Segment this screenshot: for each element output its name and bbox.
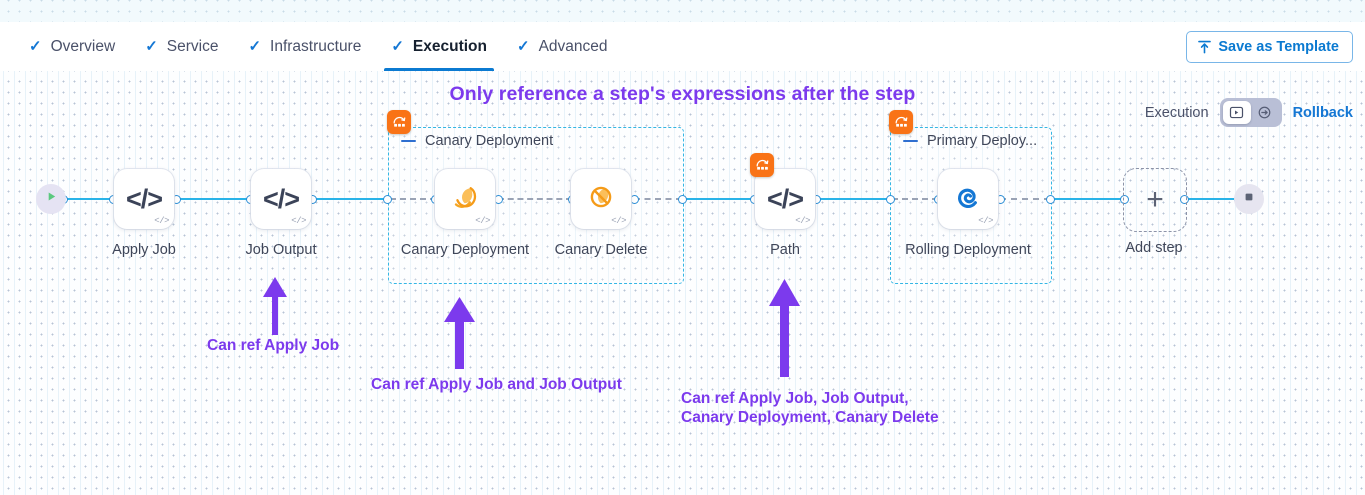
step-node-job-output[interactable]: </> </>	[251, 169, 311, 229]
connector-dot[interactable]	[1046, 195, 1055, 204]
connector-applyjob-joboutput	[176, 198, 252, 200]
connector-joboutput-group1	[312, 198, 388, 200]
step-label-rolling-deployment: Rolling Deployment	[905, 242, 1031, 258]
stage-tab-bar: ✓ Overview ✓ Service ✓ Infrastructure ✓ …	[0, 22, 1365, 72]
tab-execution[interactable]: ✓ Execution	[376, 22, 502, 71]
tab-label: Execution	[412, 37, 487, 55]
stop-square-icon	[1243, 190, 1255, 208]
tab-label: Overview	[50, 37, 116, 55]
connector-canarydelete-group1end	[634, 198, 682, 200]
annotation-text-apply-job: Can ref Apply Job	[207, 337, 340, 354]
step-node-rolling-deployment[interactable]: </>	[938, 169, 998, 229]
connector-dot[interactable]	[383, 195, 392, 204]
group-title-label: Canary Deployment	[425, 133, 554, 149]
play-icon	[45, 190, 58, 208]
connector-dot[interactable]	[678, 195, 687, 204]
step-label-canary-deployment: Canary Deployment	[400, 242, 530, 258]
code-mini-icon: </>	[475, 216, 490, 226]
annotation-arrow-path	[769, 279, 801, 382]
annotation-text-canary-deployment: Can ref Apply Job and Job Output	[371, 376, 622, 393]
collapse-dash-icon[interactable]	[401, 139, 416, 143]
check-icon: ✓	[391, 38, 404, 55]
group-header[interactable]: Canary Deployment	[401, 133, 553, 149]
connector-rolling-group2end	[1000, 198, 1050, 200]
group-title-label: Primary Deploy...	[927, 133, 1038, 149]
tab-list: ✓ Overview ✓ Service ✓ Infrastructure ✓ …	[0, 22, 623, 71]
step-node-canary-delete[interactable]: </>	[571, 169, 631, 229]
connector-dot[interactable]	[1180, 195, 1189, 204]
step-node-canary-deployment[interactable]: </>	[435, 169, 495, 229]
annotation-arrow-canary-deployment	[444, 297, 476, 374]
tab-overview[interactable]: ✓ Overview	[14, 22, 130, 71]
tab-label: Service	[166, 37, 219, 55]
check-icon: ✓	[145, 38, 158, 55]
connector-dot[interactable]	[630, 195, 639, 204]
connector-dot[interactable]	[1120, 195, 1129, 204]
connector-canarydeploy-canarydelete	[498, 198, 572, 200]
page-title: Only reference a step's expressions afte…	[449, 83, 916, 105]
add-step-button[interactable]: +	[1123, 168, 1187, 232]
connector-group1-path	[682, 198, 754, 200]
canary-deploy-icon	[448, 180, 482, 219]
collapse-dash-icon[interactable]	[903, 139, 918, 143]
check-icon: ✓	[248, 38, 262, 55]
code-icon: </>	[125, 183, 163, 214]
step-group-primary-deployment[interactable]: Primary Deploy...	[889, 110, 1052, 284]
step-label-canary-delete: Canary Delete	[554, 242, 648, 258]
connector-group2-rolling	[892, 198, 938, 200]
canary-delete-icon	[584, 180, 618, 219]
connector-group2-addstep	[1050, 198, 1124, 200]
code-mini-icon: </>	[291, 216, 306, 226]
connector-addstep-end	[1184, 198, 1238, 200]
code-icon: </>	[262, 183, 300, 214]
connector-start-applyjob	[62, 198, 114, 200]
execution-mode-control: Execution Rollback	[1145, 98, 1353, 127]
connector-group1-canarydeploy	[390, 198, 436, 200]
tab-service[interactable]: ✓ Service	[130, 22, 233, 71]
execution-flow-icon[interactable]	[1222, 101, 1251, 124]
rollback-arrow-icon[interactable]	[1251, 101, 1279, 124]
tab-infrastructure[interactable]: ✓ Infrastructure	[233, 22, 376, 71]
execution-label: Execution	[1144, 104, 1209, 121]
execution-rollback-toggle[interactable]	[1219, 98, 1282, 127]
step-node-path[interactable]: </> </>	[750, 153, 815, 229]
rolling-deploy-icon	[953, 182, 983, 217]
check-icon: ✓	[517, 38, 530, 55]
code-mini-icon: </>	[154, 216, 169, 226]
connector-path-group2	[816, 198, 890, 200]
code-mini-icon: </>	[795, 216, 810, 226]
pipeline-end-node[interactable]	[1234, 184, 1264, 214]
annotation-arrow-apply-job	[262, 277, 288, 340]
save-as-template-label: Save as Template	[1218, 38, 1339, 55]
code-icon: </>	[766, 183, 804, 214]
top-grid-strip	[0, 0, 1365, 22]
tab-advanced[interactable]: ✓ Advanced	[502, 22, 623, 71]
deployment-strategy-icon	[889, 110, 913, 134]
step-label-path: Path	[770, 242, 800, 258]
deployment-strategy-icon	[387, 110, 411, 134]
connector-dot[interactable]	[494, 195, 503, 204]
tab-label: Advanced	[538, 37, 608, 55]
rollback-link[interactable]: Rollback	[1292, 104, 1353, 121]
step-label-apply-job: Apply Job	[112, 242, 176, 258]
group-header[interactable]: Primary Deploy...	[903, 133, 1037, 149]
plus-icon: +	[1146, 183, 1164, 216]
add-step-label: Add step	[1125, 240, 1183, 256]
annotation-text-path: Can ref Apply Job, Job Output, Canary De…	[681, 390, 939, 426]
save-as-template-button[interactable]: Save as Template	[1186, 30, 1353, 63]
connector-dot[interactable]	[886, 195, 895, 204]
code-mini-icon: </>	[978, 216, 993, 226]
step-node-apply-job[interactable]: </> </>	[114, 169, 174, 229]
deployment-strategy-icon	[750, 153, 774, 177]
tab-label: Infrastructure	[270, 37, 362, 55]
pipeline-start-node[interactable]	[36, 184, 66, 214]
check-icon: ✓	[29, 38, 42, 55]
upload-template-icon	[1198, 40, 1212, 54]
pipeline-canvas[interactable]: Only reference a step's expressions afte…	[0, 71, 1365, 495]
code-mini-icon: </>	[611, 216, 626, 226]
step-label-job-output: Job Output	[245, 242, 317, 258]
